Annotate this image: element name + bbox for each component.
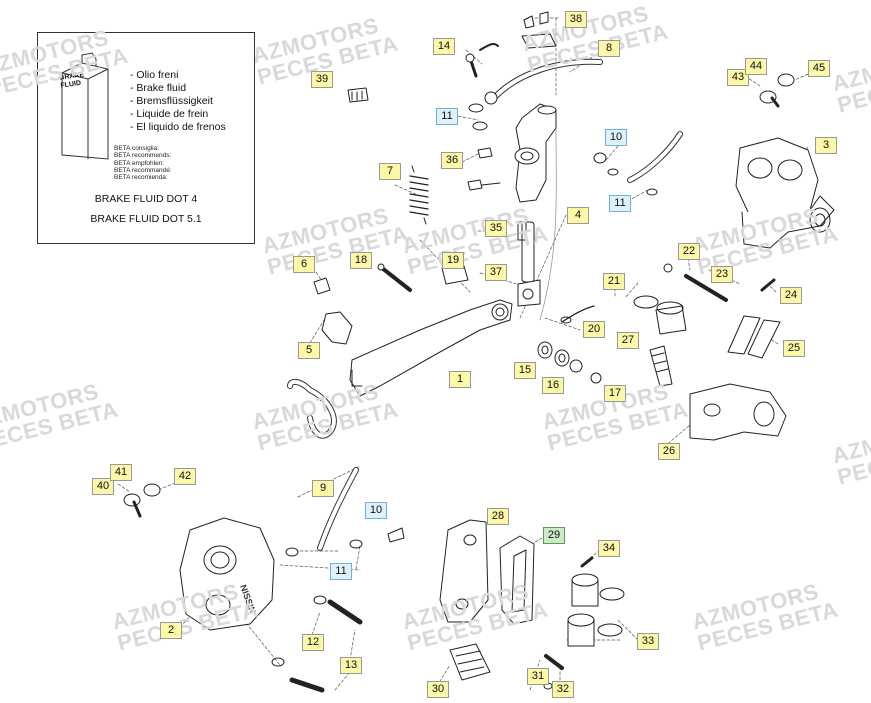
recommend-line: BETA recommandé:: [114, 166, 172, 174]
callout-badge[interactable]: 29: [543, 527, 565, 544]
callout-badge[interactable]: 38: [565, 11, 587, 28]
rear-caliper: [735, 137, 835, 249]
callout-badge[interactable]: 12: [302, 634, 324, 651]
fluid-recommendation-list: BETA consiglia: BETA recommends: BETA em…: [114, 145, 172, 181]
recommend-line: BETA recommends:: [114, 152, 172, 160]
callout-badge[interactable]: 8: [598, 40, 620, 57]
callout-badge[interactable]: 22: [678, 243, 700, 260]
recommend-line: BETA empfohlen:: [114, 159, 165, 167]
callout-badge[interactable]: 43: [727, 69, 749, 86]
callout-badge[interactable]: 34: [598, 540, 620, 557]
callout-badge[interactable]: 30: [427, 681, 449, 698]
fluid-language-list: Olio freni Brake fluid Bremsflüssigkeit …: [130, 69, 226, 134]
callout-badge[interactable]: 9: [312, 480, 334, 497]
callout-badge[interactable]: 24: [780, 287, 802, 304]
callout-badge[interactable]: 10: [605, 129, 627, 146]
brake-fluid-info-box: BRAKE FLUID Olio freni Brake fluid Brems…: [37, 32, 255, 244]
callout-badge[interactable]: 19: [442, 252, 464, 269]
callout-badge[interactable]: 11: [330, 563, 352, 580]
callout-badge[interactable]: 23: [711, 266, 733, 283]
callout-badge[interactable]: 14: [433, 38, 455, 55]
fluid-language-item: El liquido de frenos: [130, 121, 225, 134]
callout-badge[interactable]: 10: [365, 502, 387, 519]
callout-badge[interactable]: 3: [815, 137, 837, 154]
callout-badge[interactable]: 35: [485, 220, 507, 237]
fluid-spec-dot4: BRAKE FLUID DOT 4: [94, 193, 198, 205]
callout-badge[interactable]: 7: [379, 163, 401, 180]
recommend-line: BETA recomienda:: [114, 174, 168, 182]
master-cylinder: [514, 103, 557, 307]
callout-badge[interactable]: 15: [514, 362, 536, 379]
callout-badge[interactable]: 28: [487, 508, 509, 525]
fluid-language-item: Liquide de frein: [130, 108, 226, 121]
callout-badge[interactable]: 18: [350, 252, 372, 269]
callout-badge[interactable]: 26: [658, 443, 680, 460]
callout-badge[interactable]: 4: [567, 207, 589, 224]
callout-badge[interactable]: 33: [637, 633, 659, 650]
front-caliper: NISSIN: [179, 517, 275, 631]
callout-badge[interactable]: 45: [808, 60, 830, 77]
fluid-language-item: Brake fluid: [130, 82, 226, 95]
brake-fluid-bottle-icon: [61, 52, 109, 160]
brake-pedal: [349, 299, 513, 397]
callout-badge[interactable]: 44: [745, 58, 767, 75]
callout-badge[interactable]: 13: [340, 657, 362, 674]
callout-badge[interactable]: 32: [552, 681, 574, 698]
callout-badge[interactable]: 21: [603, 273, 625, 290]
callout-badge[interactable]: 37: [485, 264, 507, 281]
callout-badge[interactable]: 5: [298, 342, 320, 359]
callout-badge[interactable]: 31: [527, 668, 549, 685]
callout-badge[interactable]: 11: [436, 108, 458, 125]
callout-badge[interactable]: 6: [293, 256, 315, 273]
callout-badge[interactable]: 41: [110, 464, 132, 481]
recommend-line: BETA consiglia:: [114, 145, 160, 152]
callout-badge[interactable]: 42: [174, 468, 196, 485]
callout-badge[interactable]: 40: [92, 478, 114, 495]
callout-badge[interactable]: 36: [441, 152, 463, 169]
callout-badge[interactable]: 1: [449, 371, 471, 388]
fluid-language-item: Bremsflüssigkeit: [130, 95, 226, 108]
callout-badge[interactable]: 27: [617, 332, 639, 349]
callout-badge[interactable]: 39: [311, 71, 333, 88]
callout-badge[interactable]: 17: [604, 385, 626, 402]
callout-badge[interactable]: 2: [160, 622, 182, 639]
callout-badge[interactable]: 20: [583, 321, 605, 338]
callout-badge[interactable]: 16: [542, 377, 564, 394]
fluid-language-item: Olio freni: [130, 69, 226, 82]
fluid-spec-dot51: BRAKE FLUID DOT 5.1: [90, 213, 202, 225]
callout-badge[interactable]: 11: [609, 195, 631, 212]
callout-badge[interactable]: 25: [783, 340, 805, 357]
